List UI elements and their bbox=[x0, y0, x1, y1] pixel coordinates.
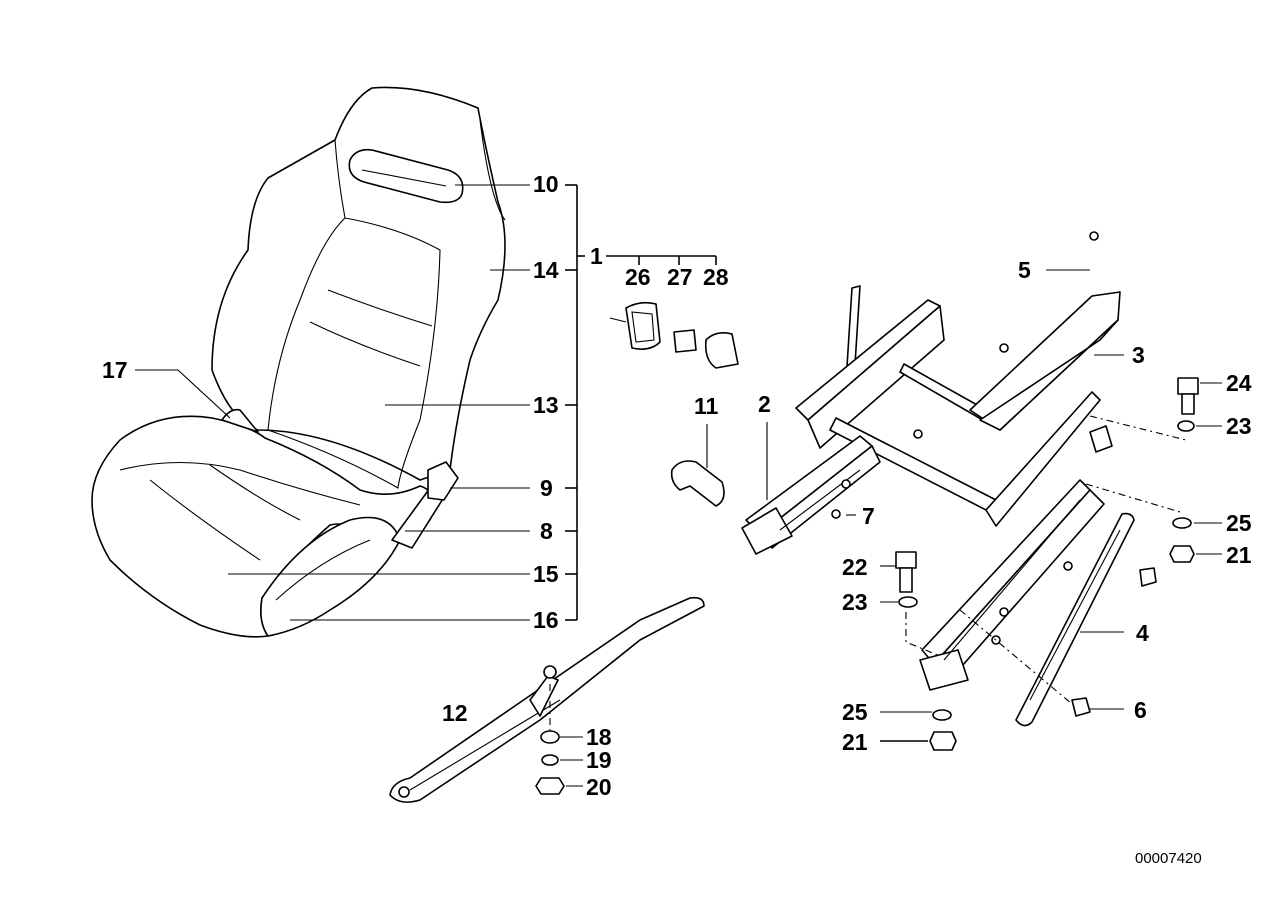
callout-23-left: 23 bbox=[842, 589, 868, 615]
callout-18: 18 bbox=[586, 724, 612, 750]
side-cover-4 bbox=[1015, 512, 1135, 727]
callout-14: 14 bbox=[533, 257, 559, 283]
callout-labels: 1 10 14 13 9 8 15 16 17 26 27 28 11 2 5 … bbox=[102, 171, 1252, 867]
callout-10: 10 bbox=[533, 171, 559, 197]
callout-13: 13 bbox=[533, 392, 559, 418]
callout-1: 1 bbox=[590, 243, 603, 269]
callout-16: 16 bbox=[533, 607, 559, 633]
callout-27: 27 bbox=[667, 264, 693, 290]
callout-11: 11 bbox=[694, 393, 719, 419]
callout-19: 19 bbox=[586, 747, 612, 773]
callout-5: 5 bbox=[1018, 257, 1031, 283]
callout-21-right: 21 bbox=[1226, 542, 1252, 568]
callout-2: 2 bbox=[758, 391, 771, 417]
callout-6: 6 bbox=[1134, 697, 1147, 723]
callout-22: 22 bbox=[842, 554, 868, 580]
callout-25-left: 25 bbox=[842, 699, 868, 725]
callout-21-left: 21 bbox=[842, 729, 868, 755]
fastener-parts bbox=[535, 269, 1222, 795]
callout-28: 28 bbox=[703, 264, 729, 290]
callout-4: 4 bbox=[1136, 620, 1149, 646]
sport-seat-drawing bbox=[91, 86, 506, 638]
seat-frame-rails bbox=[741, 231, 1121, 691]
callout-7: 7 bbox=[862, 503, 875, 529]
callout-3: 3 bbox=[1132, 342, 1145, 368]
seat-assembly-bracket bbox=[135, 184, 717, 621]
callout-20: 20 bbox=[586, 774, 612, 800]
mounting-bracket-12 bbox=[389, 596, 705, 803]
callout-25-right: 25 bbox=[1226, 510, 1252, 536]
callout-9: 9 bbox=[540, 475, 553, 501]
callout-17: 17 bbox=[102, 357, 128, 383]
callout-12: 12 bbox=[442, 700, 468, 726]
callout-24: 24 bbox=[1226, 370, 1252, 396]
trim-caps bbox=[609, 301, 739, 369]
callout-15: 15 bbox=[533, 561, 559, 587]
callout-26: 26 bbox=[625, 264, 651, 290]
callout-8: 8 bbox=[540, 518, 553, 544]
lever-cover-11 bbox=[670, 424, 725, 507]
diagram-reference-number: 00007420 bbox=[1135, 850, 1202, 867]
callout-23-right: 23 bbox=[1226, 413, 1252, 439]
